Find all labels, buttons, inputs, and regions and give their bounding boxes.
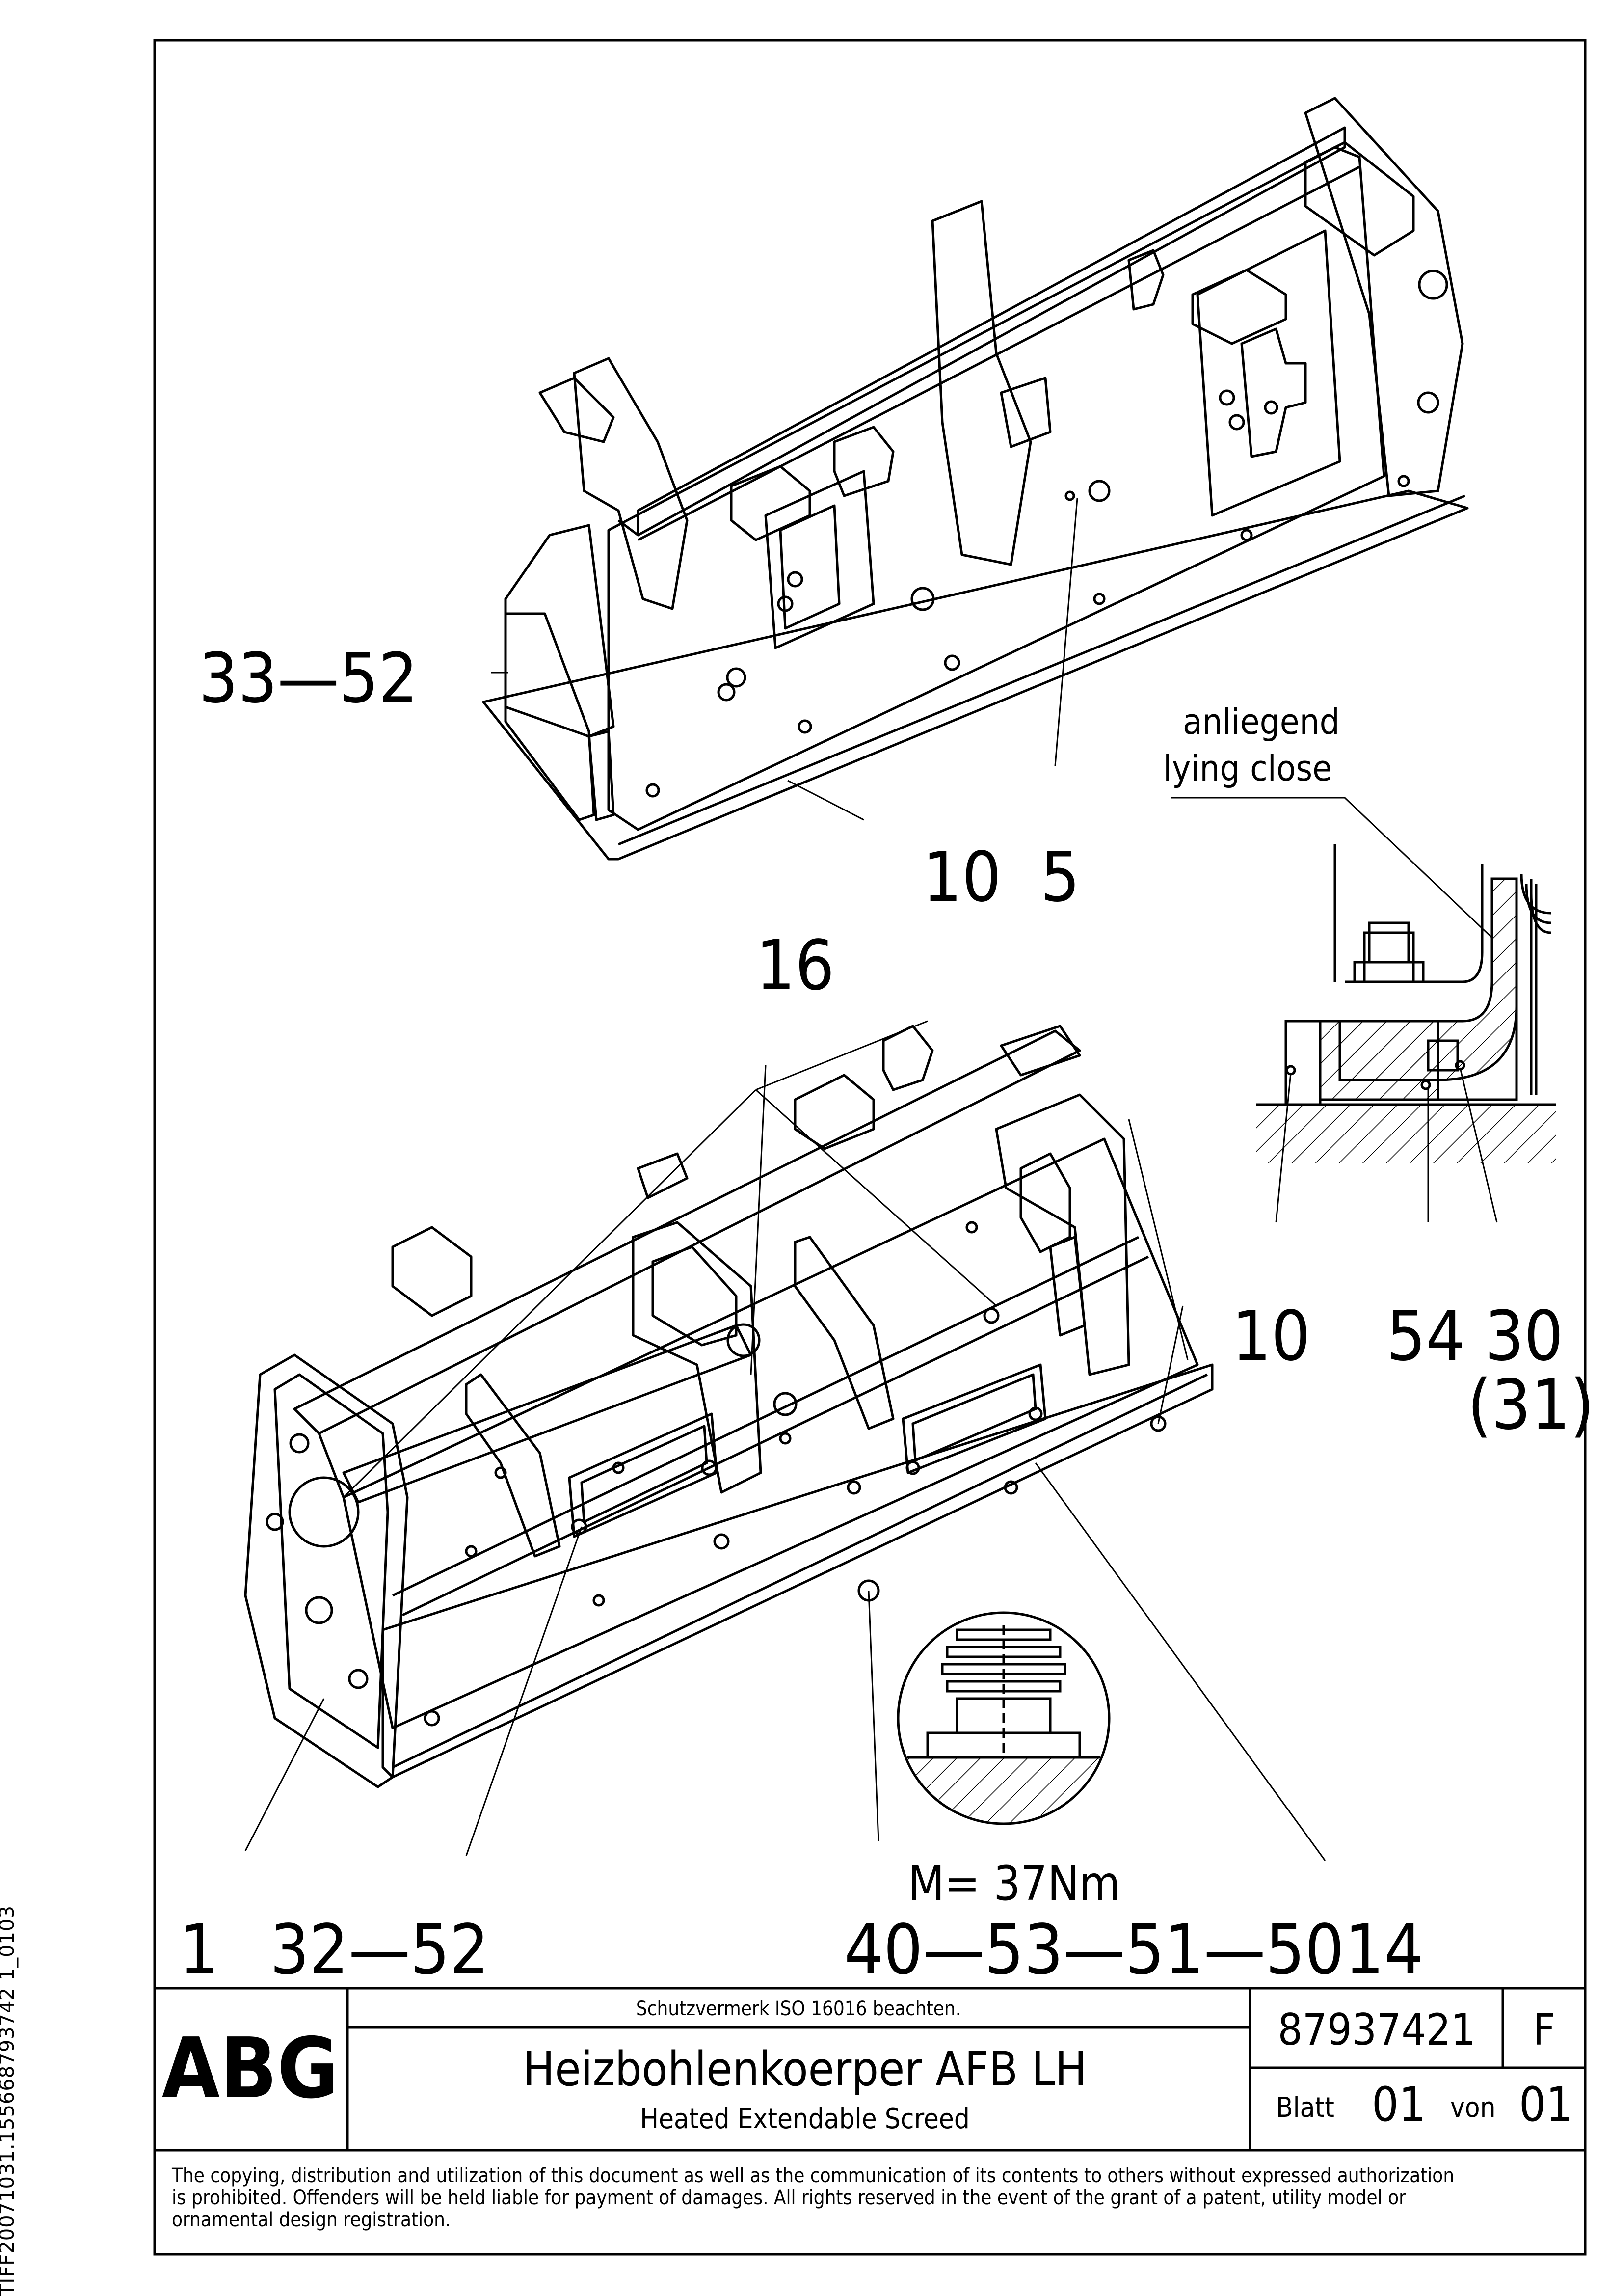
callout-54-30: 54 30: [1386, 1297, 1563, 1377]
svg-text:ABG: ABG: [162, 2020, 339, 2117]
callout-32-52: 32—52: [270, 1910, 489, 1990]
drawing-number: 87937421: [1278, 2004, 1476, 2055]
upper-screed-view: [482, 97, 1469, 861]
svg-text:ornamental design registration: ornamental design registration.: [172, 2209, 451, 2231]
svg-text:is prohibited. Offenders will: is prohibited. Offenders will be held li…: [172, 2187, 1406, 2209]
torque-detail: [897, 1611, 1111, 1825]
svg-text:The copying, distribution and: The copying, distribution and utilizatio…: [171, 2164, 1454, 2187]
callout-40-53-51-50: 40—53—51—50: [844, 1910, 1344, 1990]
callout-torque: M= 37Nm: [908, 1856, 1120, 1911]
callout-10-detail: 10: [1232, 1297, 1310, 1377]
copyright-notice: The copying, distribution and utilizatio…: [171, 2164, 1454, 2231]
callout-1: 1: [179, 1910, 218, 1990]
callout-lying-close: lying close: [1163, 748, 1332, 789]
of-label: von: [1450, 2092, 1496, 2124]
sheet-label: Blatt: [1276, 2092, 1334, 2124]
logo: ABG: [162, 2020, 339, 2117]
drawing-frame: [153, 39, 1587, 2256]
callout-14: 14: [1345, 1910, 1423, 1990]
title-en: Heated Extendable Screed: [640, 2103, 970, 2135]
callouts: 33—52 10 5 16 anliegend lying close 10 5…: [179, 639, 1595, 1990]
callout-16: 16: [756, 926, 834, 1006]
lower-screed-view: [244, 1025, 1214, 1788]
title-de: Heizbohlenkoerper AFB LH: [523, 2042, 1087, 2097]
callout-31: (31): [1467, 1365, 1595, 1445]
title-block: [155, 1987, 1585, 2152]
sheet-total: 01: [1519, 2077, 1573, 2132]
callout-10-5: 10 5: [923, 837, 1080, 918]
leader-lines: [244, 498, 1498, 1861]
callout-anliegend: anliegend: [1183, 701, 1340, 742]
callout-33-52: 33—52: [199, 639, 418, 719]
side-code: TIFF20071031.155668793742 1_0103: [0, 1905, 19, 2296]
sheet-number: 01: [1372, 2077, 1426, 2132]
revision: F: [1533, 2004, 1555, 2055]
protection-note: Schutzvermerk ISO 16016 beachten.: [636, 1998, 961, 2020]
detail-view: [1256, 844, 1556, 1163]
